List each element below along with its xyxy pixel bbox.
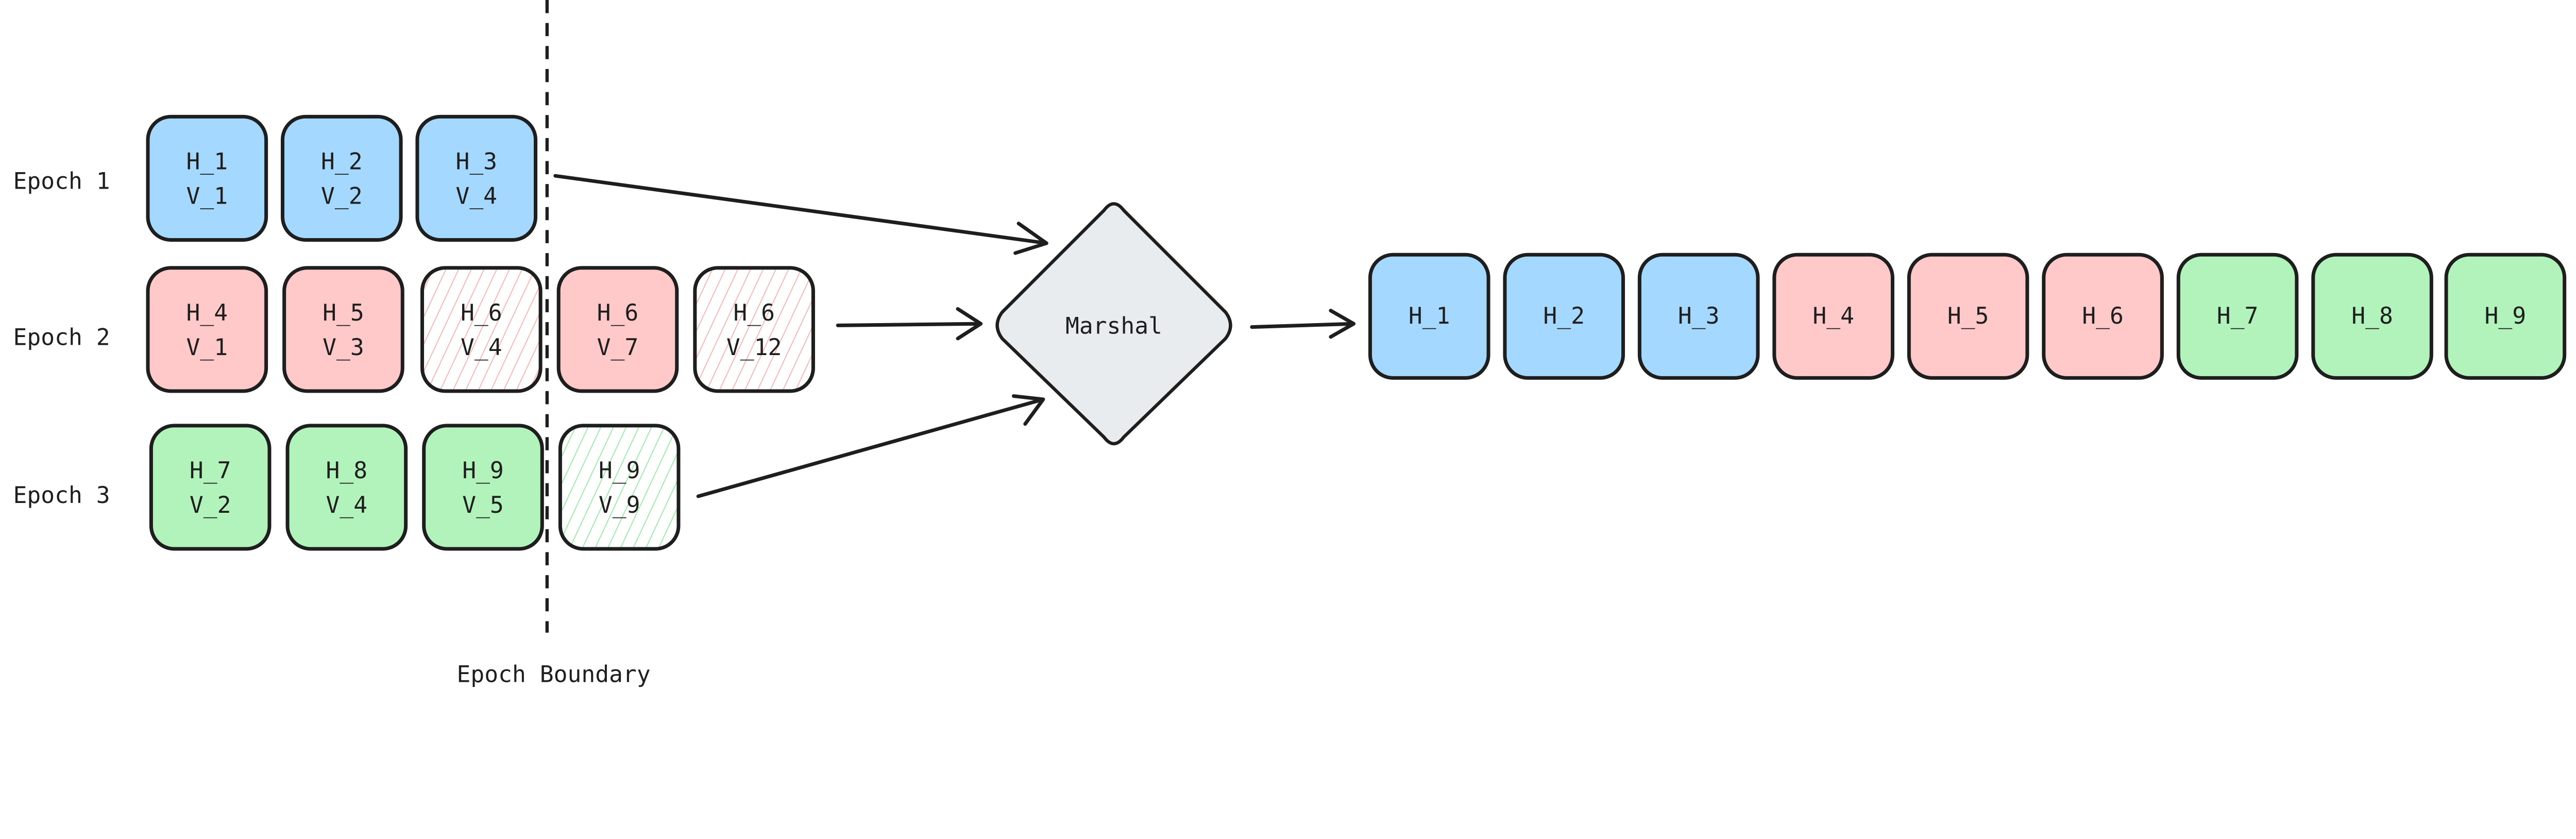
block-h-label: H_5 [323, 299, 364, 326]
block-v-label: V_7 [597, 334, 639, 361]
output-block-shape [1637, 253, 1760, 380]
block-h-label: H_6 [733, 299, 775, 326]
block-shape [146, 114, 268, 242]
block-shape [280, 114, 403, 242]
epoch-marshal-diagram: Epoch Boundary Epoch 1H_1V_1H_2V_2H_3V_4… [13, 0, 2567, 687]
block-shape [149, 424, 272, 551]
block: H_4V_1 [146, 266, 268, 393]
output-block: H_4 [1772, 253, 1894, 380]
block-v-label: V_4 [461, 334, 502, 361]
output-block-shape [2042, 253, 2164, 380]
output-block: H_6 [2042, 253, 2164, 380]
output-block-shape [2444, 253, 2567, 380]
block-shape [282, 266, 404, 393]
output-block: H_3 [1637, 253, 1760, 380]
output-block-shape [1772, 253, 1894, 380]
epoch-label: Epoch 3 [13, 482, 110, 509]
epoch-row: Epoch 2H_4V_1H_5V_3H_6V_4H_6V_7H_6V_12 [13, 266, 815, 393]
block-h-label: H_6 [597, 299, 639, 326]
epoch-label: Epoch 1 [13, 168, 110, 195]
output-block-shape [1907, 253, 2029, 380]
block-v-label: V_2 [190, 492, 231, 518]
block-shape [415, 114, 538, 242]
block-v-label: V_4 [455, 182, 497, 209]
block: H_6V_7 [556, 266, 679, 393]
output-block-shape [1368, 253, 1490, 380]
epoch-label: Epoch 2 [13, 324, 110, 351]
arrow-marshal-to-output [1250, 309, 1356, 339]
output-block-label: H_9 [2485, 303, 2527, 329]
output-block: H_7 [2176, 253, 2299, 380]
block-v-label: V_4 [326, 492, 368, 518]
block-h-label: H_1 [187, 148, 228, 175]
output-block: H_9 [2444, 253, 2567, 380]
output-block: H_1 [1368, 253, 1490, 380]
block-h-label: H_2 [321, 148, 363, 175]
output-block-shape [2311, 253, 2433, 380]
marshal-label: Marshal [1065, 312, 1162, 339]
block-h-label: H_9 [462, 457, 504, 484]
epoch-row: Epoch 3H_7V_2H_8V_4H_9V_5H_9V_9 [13, 424, 681, 551]
block-shape [285, 424, 408, 551]
block: H_3V_4 [415, 114, 538, 242]
output-block-label: H_3 [1678, 303, 1720, 329]
block-h-label: H_4 [187, 299, 228, 326]
output-block-label: H_6 [2082, 303, 2124, 329]
epoch-boundary-label: Epoch Boundary [457, 661, 651, 687]
block-shape [420, 266, 543, 393]
block-shape [422, 424, 544, 551]
block: H_5V_3 [282, 266, 404, 393]
block-v-label: V_5 [462, 492, 504, 518]
block-shape [146, 266, 268, 393]
output-block-shape [1503, 253, 1625, 380]
output-block: H_8 [2311, 253, 2433, 380]
block-v-label: V_3 [323, 334, 364, 361]
output-block: H_2 [1503, 253, 1625, 380]
block-v-label: V_9 [599, 492, 640, 518]
block: H_7V_2 [149, 424, 272, 551]
arrow-epoch3-to-marshal [696, 394, 1045, 498]
epoch-row: Epoch 1H_1V_1H_2V_2H_3V_4 [13, 114, 538, 242]
marshal-diamond [995, 202, 1232, 446]
output-block-label: H_8 [2351, 303, 2393, 329]
block: H_2V_2 [280, 114, 403, 242]
block: H_1V_1 [146, 114, 268, 242]
output-block-label: H_4 [1812, 303, 1854, 329]
block-v-label: V_2 [321, 182, 363, 209]
arrow-epoch1-to-marshal [553, 174, 1048, 255]
arrow-epoch2-to-marshal [836, 307, 983, 341]
output-block-label: H_2 [1543, 303, 1585, 329]
block: H_9V_5 [422, 424, 544, 551]
output-block-label: H_7 [2217, 303, 2259, 329]
output-block: H_5 [1907, 253, 2029, 380]
marshal-node: Marshal [995, 202, 1232, 446]
block-h-label: H_9 [599, 457, 640, 484]
block-v-label: V_12 [726, 334, 782, 361]
block-hatched: H_6V_4 [420, 266, 543, 393]
block-h-label: H_8 [326, 457, 368, 484]
block-v-label: V_1 [187, 334, 228, 361]
block-shape [693, 266, 815, 393]
block-h-label: H_6 [461, 299, 502, 326]
block-hatched: H_9V_9 [558, 424, 681, 551]
output-block-label: H_1 [1409, 303, 1450, 329]
block-h-label: H_3 [455, 148, 497, 175]
block-h-label: H_7 [190, 457, 231, 484]
output-block-shape [2176, 253, 2299, 380]
block-v-label: V_1 [187, 182, 228, 209]
block: H_8V_4 [285, 424, 408, 551]
output-block-label: H_5 [1947, 303, 1989, 329]
block-shape [556, 266, 679, 393]
block-shape [558, 424, 681, 551]
block-hatched: H_6V_12 [693, 266, 815, 393]
